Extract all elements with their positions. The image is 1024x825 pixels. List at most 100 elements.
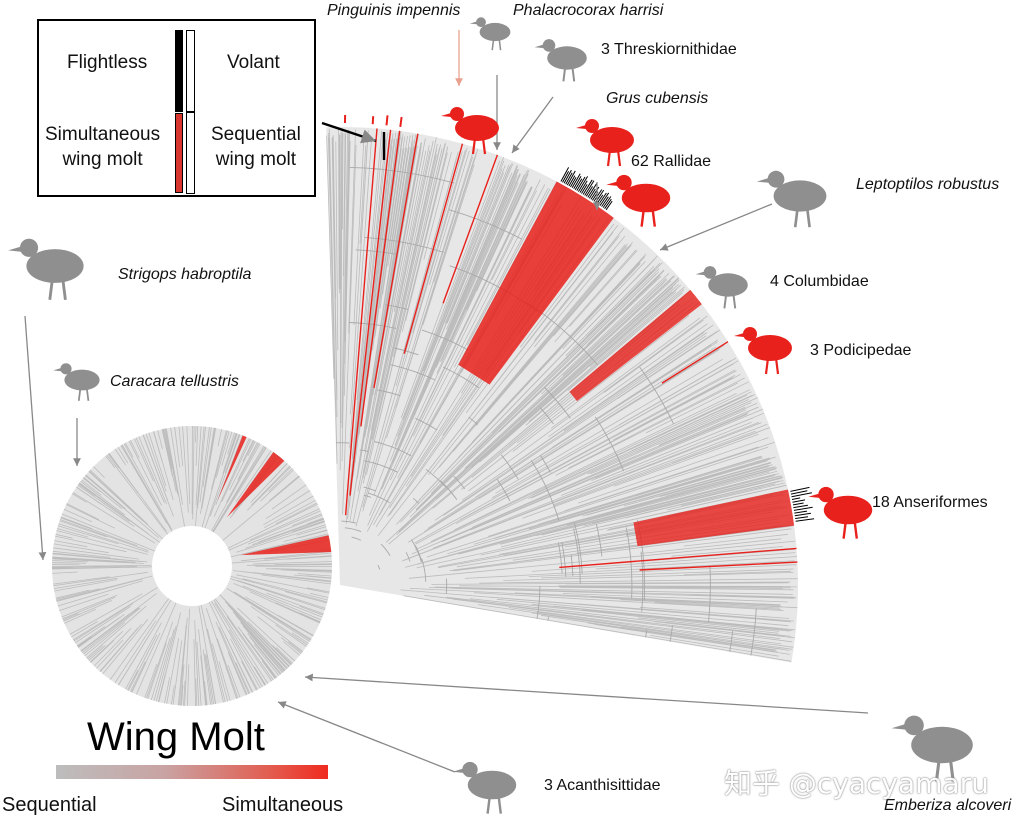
duck-silhouette bbox=[808, 486, 873, 539]
legend-flightless: Flightless bbox=[67, 52, 148, 73]
scale-gradient bbox=[56, 765, 328, 779]
label-threskiornithidae: 3 Threskiornithidae bbox=[601, 41, 737, 58]
flightless-tick bbox=[790, 490, 808, 495]
pointer-arrow bbox=[277, 701, 456, 773]
flightless-tick bbox=[562, 170, 570, 183]
label-grus: Grus cubensis bbox=[606, 90, 709, 107]
red-lineage bbox=[661, 341, 729, 384]
flightless-tick bbox=[585, 186, 594, 197]
pointer-arrow bbox=[511, 96, 554, 154]
red-lineage bbox=[559, 547, 797, 569]
scale-low-label: Sequential bbox=[2, 794, 97, 816]
kakapo-silhouette bbox=[8, 238, 84, 300]
flightless-tick bbox=[587, 183, 598, 198]
flightless-tick bbox=[790, 486, 810, 492]
simultaneous-swatch bbox=[175, 113, 183, 193]
pointer-arrow bbox=[659, 203, 773, 251]
circular-tree-center bbox=[152, 526, 232, 606]
red-lineage bbox=[373, 133, 419, 389]
red-tip bbox=[399, 116, 403, 128]
label-caracara: Caracara tellustris bbox=[110, 373, 239, 390]
flightless-swatch bbox=[175, 30, 183, 112]
stork-silhouette bbox=[756, 170, 827, 228]
flightless-tick bbox=[596, 194, 604, 204]
flightless-tick bbox=[605, 200, 613, 211]
flightless-tick bbox=[565, 172, 573, 185]
red-lineage bbox=[349, 129, 392, 496]
cormorant-silhouette bbox=[469, 17, 511, 51]
flightless-tick bbox=[582, 179, 593, 195]
red-lineage bbox=[344, 128, 378, 516]
flightless-tick bbox=[577, 176, 589, 192]
label-rallidae: 62 Rallidae bbox=[631, 153, 712, 170]
label-emberiza: Emberiza alcoveri bbox=[884, 797, 1012, 814]
flightless-tick bbox=[794, 512, 811, 517]
label-strigops: Strigops habroptila bbox=[118, 266, 252, 283]
flightless-tick bbox=[566, 170, 576, 186]
flightless-tick bbox=[604, 198, 612, 209]
label-pinguinis: Pinguinis impennis bbox=[327, 2, 461, 19]
bunting-silhouette bbox=[891, 715, 973, 782]
red-lineage bbox=[403, 143, 464, 354]
flightless-tick bbox=[563, 169, 572, 184]
red-lineage bbox=[442, 154, 499, 304]
flightless-tick bbox=[793, 506, 813, 511]
scale-title: Wing Molt bbox=[87, 715, 265, 759]
watermark: 知乎 @cyacyamaru bbox=[724, 767, 989, 800]
red-lineage bbox=[639, 561, 798, 571]
flightless-tick bbox=[791, 497, 801, 500]
flightless-tick bbox=[791, 492, 812, 498]
wren-silhouette bbox=[452, 761, 517, 814]
label-columbidae: 4 Columbidae bbox=[770, 273, 869, 290]
flightless-tick bbox=[568, 175, 576, 187]
flightless-tick bbox=[792, 502, 804, 506]
flightless-tick bbox=[795, 516, 809, 519]
flightless-tick bbox=[579, 180, 588, 193]
flightless-tick bbox=[593, 189, 603, 202]
passerine-red-clade bbox=[226, 452, 285, 518]
pointer-arrow bbox=[24, 315, 47, 561]
red-lineage bbox=[360, 130, 401, 427]
podicipedae-clade bbox=[569, 289, 702, 402]
legend-sequential: Sequential wing molt bbox=[211, 124, 301, 170]
crane-silhouette bbox=[576, 119, 634, 167]
flightless-tick bbox=[602, 196, 612, 208]
red-tip bbox=[371, 116, 375, 125]
flightless-tick bbox=[576, 176, 586, 191]
flightless-tick bbox=[793, 504, 808, 509]
flightless-tick bbox=[601, 196, 609, 207]
anseriformes-clade bbox=[633, 489, 795, 547]
pointer-arrow bbox=[304, 673, 869, 714]
label-leptoptilos: Leptoptilos robustus bbox=[856, 176, 1000, 193]
flightless-tick bbox=[560, 167, 570, 182]
flightless-tick bbox=[792, 499, 806, 503]
grebe-silhouette bbox=[734, 327, 792, 375]
passerine-red-clade bbox=[240, 535, 332, 556]
flightless-tick bbox=[573, 176, 582, 190]
caracara-silhouette bbox=[53, 363, 100, 401]
flightless-tick bbox=[795, 518, 815, 522]
legend-pointer bbox=[321, 121, 377, 144]
great-auk-silhouette bbox=[441, 107, 499, 155]
flightless-tick bbox=[584, 180, 595, 196]
passerine-red-clade bbox=[217, 435, 247, 501]
flightless-tick bbox=[570, 177, 577, 188]
red-tip bbox=[385, 115, 389, 126]
flightless-tick bbox=[574, 178, 583, 190]
flightless-tick bbox=[599, 192, 610, 206]
flightless-tick bbox=[571, 173, 581, 189]
flightless-tick bbox=[588, 188, 596, 199]
label-anseriformes: 18 Anseriformes bbox=[872, 494, 988, 511]
label-acanthisittidae: 3 Acanthisittidae bbox=[544, 777, 661, 794]
flightless-tick bbox=[581, 184, 588, 194]
ibis-silhouette bbox=[534, 39, 587, 82]
label-podicipedae: 3 Podicipedae bbox=[810, 342, 912, 359]
rallidae-clade bbox=[458, 181, 614, 385]
rail-silhouette bbox=[606, 174, 671, 227]
dodo-silhouette bbox=[695, 266, 748, 309]
legend-volant: Volant bbox=[227, 52, 280, 73]
flightless-tick bbox=[794, 510, 808, 514]
fan-internal-arcs bbox=[336, 166, 757, 656]
